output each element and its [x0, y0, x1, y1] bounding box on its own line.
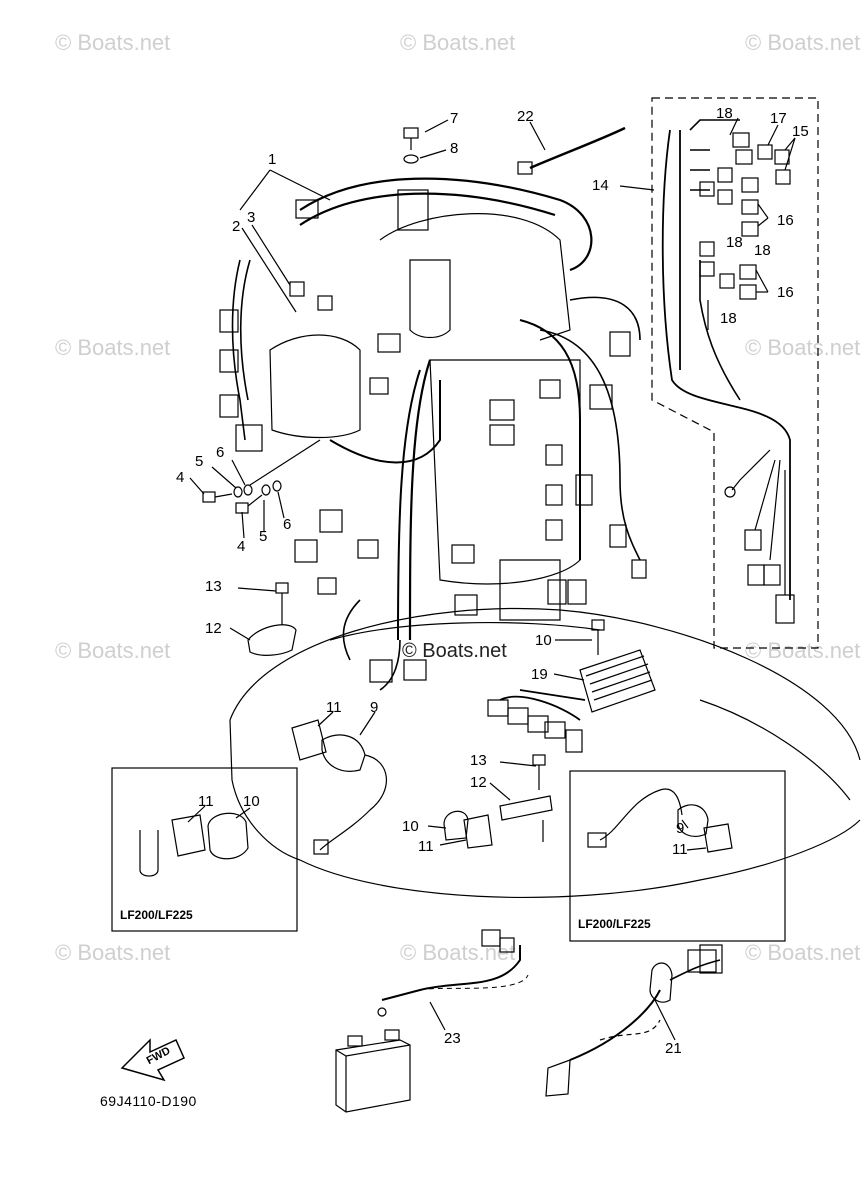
watermark: © Boats.net [745, 638, 861, 663]
callout-6: 6 [216, 444, 225, 461]
callout-18: 18 [716, 105, 733, 122]
inset-right-title: LF200/LF225 [578, 917, 651, 931]
callout-21: 21 [665, 1040, 682, 1057]
watermark: © Boats.net [55, 638, 171, 663]
inset-right-callout-9: 9 [676, 820, 685, 837]
callout-17: 17 [770, 110, 787, 127]
callout-8: 8 [450, 140, 459, 157]
watermark: © Boats.net [400, 940, 516, 965]
callout-6: 6 [283, 516, 292, 533]
inset-left-callout-10: 10 [243, 793, 260, 810]
callout-5: 5 [259, 528, 268, 545]
callout-15: 15 [792, 123, 809, 140]
callout-2: 2 [232, 218, 241, 235]
watermark: © Boats.net [55, 30, 171, 55]
diagram-code: 69J4110-D190 [100, 1093, 197, 1109]
callout-13: 13 [205, 578, 222, 595]
callout-4: 4 [176, 469, 185, 486]
inset-left-callout-11: 11 [198, 793, 214, 810]
inset-left-title: LF200/LF225 [120, 908, 193, 922]
callout-10: 10 [402, 818, 419, 835]
callout-10: 10 [535, 632, 552, 649]
watermark: © Boats.net [745, 940, 861, 965]
callout-18: 18 [720, 310, 737, 327]
callout-11: 11 [326, 699, 342, 716]
callout-1: 1 [268, 151, 277, 168]
callout-23: 23 [444, 1030, 461, 1047]
callout-13: 13 [470, 752, 487, 769]
watermark: © Boats.net [55, 335, 171, 360]
callout-19: 19 [531, 666, 548, 683]
callout-14: 14 [592, 177, 609, 194]
watermark: © Boats.net [745, 335, 861, 360]
callout-18: 18 [726, 234, 743, 251]
callout-7: 7 [450, 110, 459, 127]
callout-22: 22 [517, 108, 534, 125]
center-watermark: © Boats.net [402, 640, 507, 662]
watermark: © Boats.net [400, 30, 516, 55]
callout-9: 9 [370, 699, 379, 716]
callout-12: 12 [205, 620, 222, 637]
callout-16: 16 [777, 284, 794, 301]
callout-12: 12 [470, 774, 487, 791]
callout-11: 11 [418, 838, 434, 855]
callout-3: 3 [247, 209, 256, 226]
watermark: © Boats.net [745, 30, 861, 55]
callout-4: 4 [237, 538, 246, 555]
callout-16: 16 [777, 212, 794, 229]
inset-right-callout-11: 11 [672, 841, 688, 858]
watermark: © Boats.net [55, 940, 171, 965]
callout-5: 5 [195, 453, 204, 470]
callout-18: 18 [754, 242, 771, 259]
